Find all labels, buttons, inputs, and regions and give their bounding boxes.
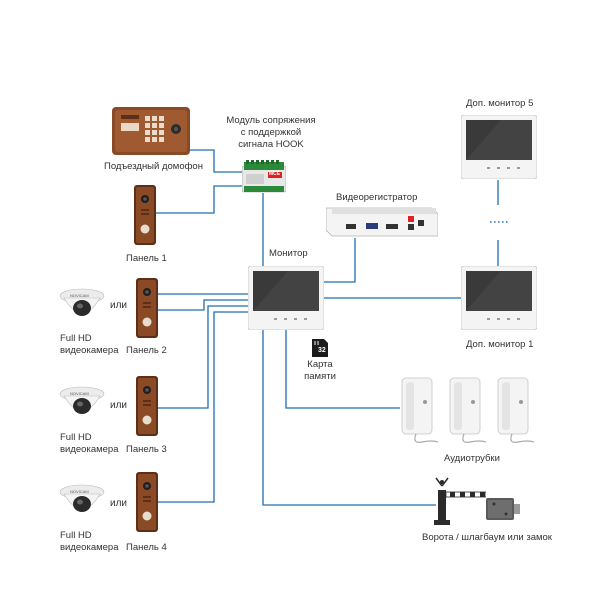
module-label-line2: с поддержкой [240, 127, 302, 138]
call-panel-1 [134, 185, 156, 245]
memory-card-label-line2: памяти [304, 371, 336, 382]
entrance-intercom-label: Подъездный домофон [104, 161, 203, 172]
camera-2-label: Full HD видеокамера [60, 432, 119, 456]
memory-card: 32 [312, 339, 328, 357]
module-badge: MCE [269, 171, 281, 177]
panel-1-label: Панель 1 [126, 253, 167, 264]
camera-3-label-line2: видеокамера [60, 542, 119, 553]
memory-card-size: 32 [318, 347, 326, 354]
camera-1-label: Full HD видеокамера [60, 333, 119, 357]
camera-2-brand: NOVICAM [70, 391, 89, 396]
or-label-1: или [110, 300, 128, 311]
camera-2-label-line2: видеокамера [60, 444, 119, 455]
extra-monitor-5-label: Доп. монитор 5 [466, 98, 534, 109]
gate-barrier [432, 476, 487, 526]
panel-3-label: Панель 3 [126, 444, 167, 455]
call-panel-3 [136, 376, 158, 436]
call-panel-2 [136, 278, 158, 338]
camera-3-brand: NOVICAM [70, 489, 89, 494]
camera-3-label-line1: Full HD [60, 530, 92, 541]
or-label-2: или [110, 400, 128, 411]
module-label-line1: Модуль сопряжения [226, 115, 316, 126]
camera-1-label-line1: Full HD [60, 333, 92, 344]
camera-2: NOVICAM [58, 384, 106, 424]
or-label-3: или [110, 498, 128, 509]
module-label: Модуль сопряжения с поддержкой сигнала H… [226, 115, 316, 151]
entrance-intercom [112, 107, 190, 155]
panel-4-label: Панель 4 [126, 542, 167, 553]
main-monitor [247, 265, 325, 331]
module-label-line3: сигнала HOOK [238, 139, 304, 150]
call-panel-4 [136, 472, 158, 532]
memory-card-label: Карта памяти [298, 359, 342, 383]
memory-card-label-line1: Карта [307, 359, 333, 370]
handsets-label: Аудиотрубки [444, 453, 500, 464]
camera-1: NOVICAM [58, 286, 106, 326]
camera-1-label-line2: видеокамера [60, 345, 119, 356]
video-recorder [325, 206, 439, 238]
camera-1-brand: NOVICAM [70, 293, 89, 298]
audio-handsets [398, 374, 540, 446]
camera-3-label: Full HD видеокамера [60, 530, 119, 554]
extra-monitor-1 [460, 265, 538, 331]
camera-2-label-line1: Full HD [60, 432, 92, 443]
panel-2-label: Панель 2 [126, 345, 167, 356]
electric-lock [486, 496, 522, 522]
camera-3: NOVICAM [58, 482, 106, 522]
extra-monitor-5 [460, 114, 538, 180]
interface-module: MCE [241, 160, 287, 194]
gate-label: Ворота / шлагбаум или замок [422, 532, 552, 543]
monitor-label: Монитор [269, 248, 308, 259]
dvr-label: Видеорегистратор [336, 192, 418, 203]
extra-monitor-1-label: Доп. монитор 1 [466, 339, 534, 350]
